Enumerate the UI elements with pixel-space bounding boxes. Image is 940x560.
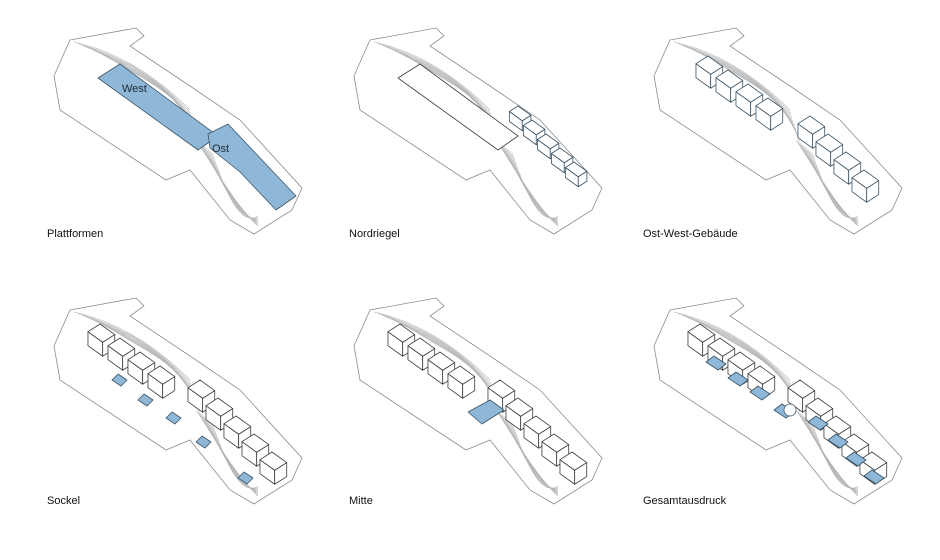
building-outline — [859, 451, 888, 485]
terrain-contour — [681, 44, 793, 119]
terrain-contour — [811, 152, 859, 219]
panel-plattformen: West Ost Plattformen — [40, 20, 340, 290]
terrain-contour — [673, 41, 791, 111]
terrain-contour — [677, 313, 792, 385]
terrain-contour — [81, 44, 193, 119]
gesamt-patch — [863, 469, 885, 485]
ost-west-block — [851, 169, 880, 203]
terrain-contour — [77, 43, 192, 115]
gesamt-patch — [727, 371, 749, 387]
diagram-sockel — [53, 297, 303, 505]
caption-ost-west-gebaeude: Ost-West-Gebäude — [643, 228, 738, 240]
ost-west-block — [755, 97, 784, 131]
sockel-highlights — [111, 373, 254, 485]
ost-west-block — [797, 115, 826, 149]
ost-west-blocks — [695, 55, 880, 203]
panel-mitte: Mitte — [340, 290, 640, 560]
panel-ost-west-gebaeude: Ost-West-Gebäude — [640, 20, 940, 290]
platform-outline — [397, 63, 519, 151]
building-outline — [447, 365, 476, 399]
terrain-contour — [373, 41, 491, 111]
terrain-contour — [681, 314, 793, 389]
diagram-gesamtausdruck — [653, 297, 903, 505]
caption-sockel: Sockel — [47, 495, 81, 507]
gesamt-patch — [827, 433, 849, 449]
nordriegel-blocks — [508, 105, 588, 188]
building-outline — [187, 379, 216, 413]
panel-sockel: Sockel — [40, 290, 340, 560]
terrain-contour — [673, 311, 791, 381]
terrain-contour — [73, 41, 191, 111]
terrain-contour — [81, 314, 193, 389]
terrain-contour — [73, 311, 191, 381]
terrain-contour — [511, 152, 559, 219]
terrain-contour — [377, 313, 492, 385]
caption-gesamtausdruck: Gesamtausdruck — [643, 495, 727, 507]
terrain-contour — [211, 422, 259, 489]
sockel-patch — [195, 435, 212, 449]
building-outline — [259, 451, 288, 485]
terrain-contour — [381, 44, 493, 119]
diagram-nordriegel — [353, 27, 603, 235]
building-outline — [147, 365, 176, 399]
gesamt-patch — [807, 415, 829, 431]
terrain-contour — [677, 43, 792, 115]
panel-gesamtausdruck: Gesamtausdruck — [640, 290, 940, 560]
sockel-patch — [237, 471, 254, 485]
building-outline — [687, 323, 716, 357]
diagram-plattformen — [53, 27, 303, 235]
sockel-patch — [165, 411, 182, 425]
caption-nordriegel: Nordriegel — [349, 228, 400, 240]
terrain-contour — [373, 311, 491, 381]
terrain-contour — [811, 422, 859, 489]
building-outline — [87, 323, 116, 357]
caption-plattformen: Plattformen — [47, 228, 104, 240]
nordriegel-block — [508, 105, 532, 132]
terrain-contour — [211, 152, 259, 219]
courtyard-circle — [783, 403, 797, 417]
platform-ost — [207, 123, 297, 211]
diagram-mitte — [353, 297, 603, 505]
diagram-ost-west-gebaeude — [653, 27, 903, 235]
panel-nordriegel: Nordriegel — [340, 20, 640, 290]
sockel-patch — [111, 373, 128, 387]
terrain-contour — [77, 313, 192, 385]
gesamt-patch — [705, 355, 727, 371]
label-west: West — [122, 83, 147, 95]
caption-mitte: Mitte — [349, 495, 373, 507]
buildings-outline — [387, 323, 588, 485]
label-ost: Ost — [212, 143, 230, 155]
terrain-contour — [511, 422, 559, 489]
nordriegel-block — [564, 161, 588, 188]
terrain-contour — [381, 314, 493, 389]
gesamt-patch — [749, 385, 771, 401]
terrain-contour — [377, 43, 492, 115]
mitte-highlight — [467, 399, 505, 425]
site-outline — [653, 27, 903, 235]
gesamt-patch — [845, 451, 867, 467]
building-outline — [387, 323, 416, 357]
sockel-patch — [137, 393, 154, 407]
building-outline — [559, 451, 588, 485]
nordriegel-block — [522, 119, 546, 146]
buildings-outline — [87, 323, 288, 485]
